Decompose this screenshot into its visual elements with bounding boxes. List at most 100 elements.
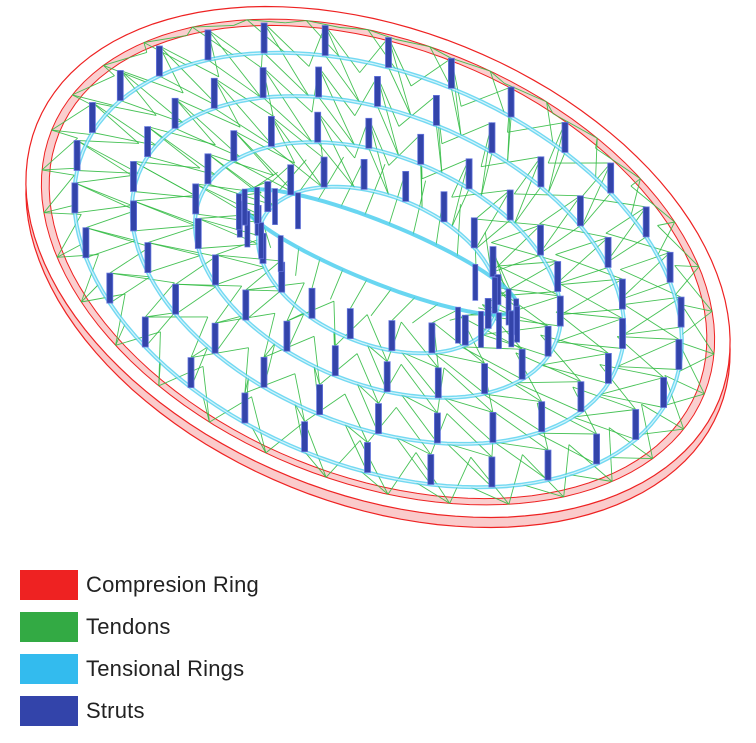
strut [642, 206, 650, 238]
strut [212, 254, 219, 286]
oculus-strut [514, 305, 520, 343]
legend-item-tendons: Tendons [20, 612, 420, 642]
tendon [215, 254, 281, 262]
tendon [262, 67, 313, 143]
strut [507, 86, 515, 118]
strut [144, 126, 152, 157]
tendon [540, 364, 609, 384]
tendon [674, 265, 713, 312]
strut [308, 287, 316, 319]
tendon [546, 101, 554, 114]
strut [360, 158, 368, 190]
tendon [446, 413, 493, 458]
tendon [507, 121, 566, 133]
tendon [657, 225, 700, 268]
legend-item-struts: Struts [20, 696, 420, 726]
tendon [329, 269, 344, 300]
strut [385, 37, 392, 68]
tendon [443, 397, 494, 443]
strut [320, 156, 328, 188]
tendon [537, 432, 597, 435]
tendon [262, 67, 313, 113]
tension-ring-3-highlight [194, 141, 562, 399]
tendon [364, 164, 386, 215]
tendon [143, 34, 188, 43]
tendon [630, 178, 641, 187]
tendon [245, 290, 281, 321]
tendon [311, 258, 321, 289]
strut [605, 352, 612, 384]
oculus-strut [258, 222, 265, 260]
tendon [192, 26, 234, 56]
strut [388, 320, 396, 352]
tendon [318, 96, 356, 146]
strut [488, 122, 496, 154]
tendon [400, 394, 438, 444]
tendon [581, 162, 612, 228]
strut [89, 102, 96, 133]
tendon [190, 346, 209, 358]
tendon [664, 393, 705, 406]
strut [264, 181, 272, 213]
tendon [620, 281, 671, 300]
legend-swatch-struts [20, 696, 78, 726]
strut [481, 363, 489, 395]
strut [316, 384, 324, 416]
tendon [664, 374, 705, 395]
tendon [103, 51, 147, 66]
legend-label-tensional-rings: Tensional Rings [86, 656, 245, 681]
tendon [317, 141, 356, 189]
strut [632, 409, 640, 440]
tendon [491, 242, 558, 262]
tendon [366, 314, 388, 362]
tendon [147, 242, 217, 257]
tendon [546, 101, 554, 144]
tendon [159, 75, 220, 108]
tendon [233, 130, 296, 194]
tendon [56, 244, 82, 258]
tendon [51, 129, 92, 136]
tendon [539, 195, 581, 225]
tendon [192, 24, 234, 28]
tendon [572, 409, 636, 418]
strut [544, 449, 552, 481]
tendon [270, 116, 296, 164]
tendon [395, 437, 432, 485]
tendon [41, 169, 75, 176]
tendon [175, 255, 217, 285]
strut [314, 111, 322, 143]
tendon [244, 377, 249, 394]
strut [470, 217, 478, 249]
tendon [262, 97, 313, 143]
tendon [109, 246, 151, 274]
tendon [207, 29, 262, 69]
tendon [620, 251, 671, 270]
tendon [494, 316, 561, 327]
strut [144, 242, 152, 274]
tendon [51, 129, 78, 139]
tendon [175, 283, 217, 287]
tendon [441, 122, 493, 145]
tendon [215, 266, 265, 286]
tendon [339, 27, 369, 31]
tendon [133, 225, 195, 232]
tension-ring-1-highlight [73, 52, 683, 488]
strut [544, 325, 552, 357]
tendon [572, 416, 636, 440]
tendon [244, 373, 296, 394]
tendon [475, 189, 511, 250]
strut [417, 133, 425, 165]
strut [489, 246, 497, 278]
tendon [461, 346, 523, 380]
tendon [333, 331, 336, 346]
strut [260, 356, 268, 388]
tendon [144, 282, 175, 318]
tendon [446, 443, 493, 458]
tendon [391, 297, 416, 321]
strut [204, 29, 212, 61]
strut [427, 454, 435, 485]
tendon [429, 46, 452, 59]
tendon [400, 321, 439, 369]
tendon [147, 254, 201, 274]
tendon [461, 346, 523, 350]
